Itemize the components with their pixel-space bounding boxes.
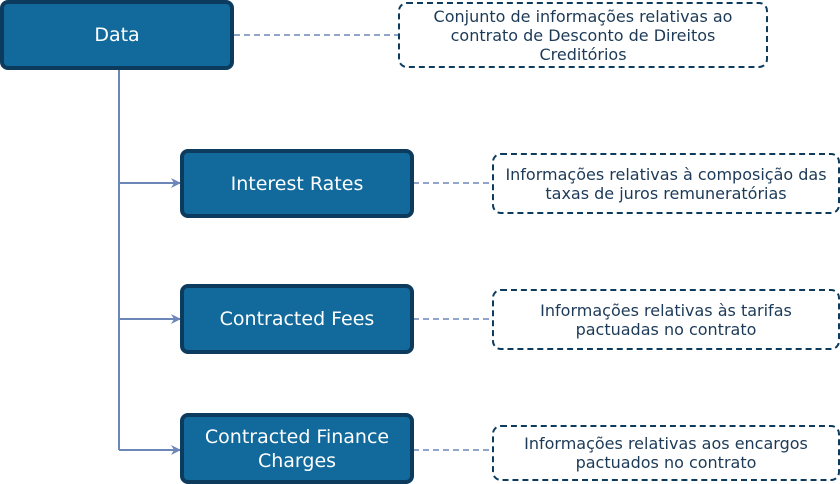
- note-contracted-fees-text: Informações relativas às tarifas pactuad…: [540, 300, 792, 339]
- node-interest-rates[interactable]: Interest Rates: [180, 149, 414, 218]
- note-contracted-finance-charges: Informações relativas aos encargos pactu…: [492, 425, 840, 481]
- node-contracted-finance-charges-label: Contracted Finance Charges: [204, 425, 390, 472]
- note-interest-rates-text: Informações relativas à composição das t…: [505, 164, 827, 203]
- node-contracted-finance-charges[interactable]: Contracted Finance Charges: [180, 413, 414, 484]
- note-data-text: Conjunto de informações relativas ao con…: [433, 6, 733, 64]
- node-interest-rates-label: Interest Rates: [230, 172, 364, 195]
- note-interest-rates: Informações relativas à composição das t…: [492, 153, 840, 214]
- note-contracted-finance-charges-text: Informações relativas aos encargos pactu…: [524, 434, 808, 472]
- note-data: Conjunto de informações relativas ao con…: [398, 2, 768, 68]
- node-contracted-fees[interactable]: Contracted Fees: [180, 284, 414, 354]
- node-contracted-fees-label: Contracted Fees: [219, 308, 375, 330]
- node-data-label: Data: [94, 24, 140, 46]
- note-contracted-fees: Informações relativas às tarifas pactuad…: [492, 289, 840, 350]
- node-data[interactable]: Data: [0, 0, 234, 70]
